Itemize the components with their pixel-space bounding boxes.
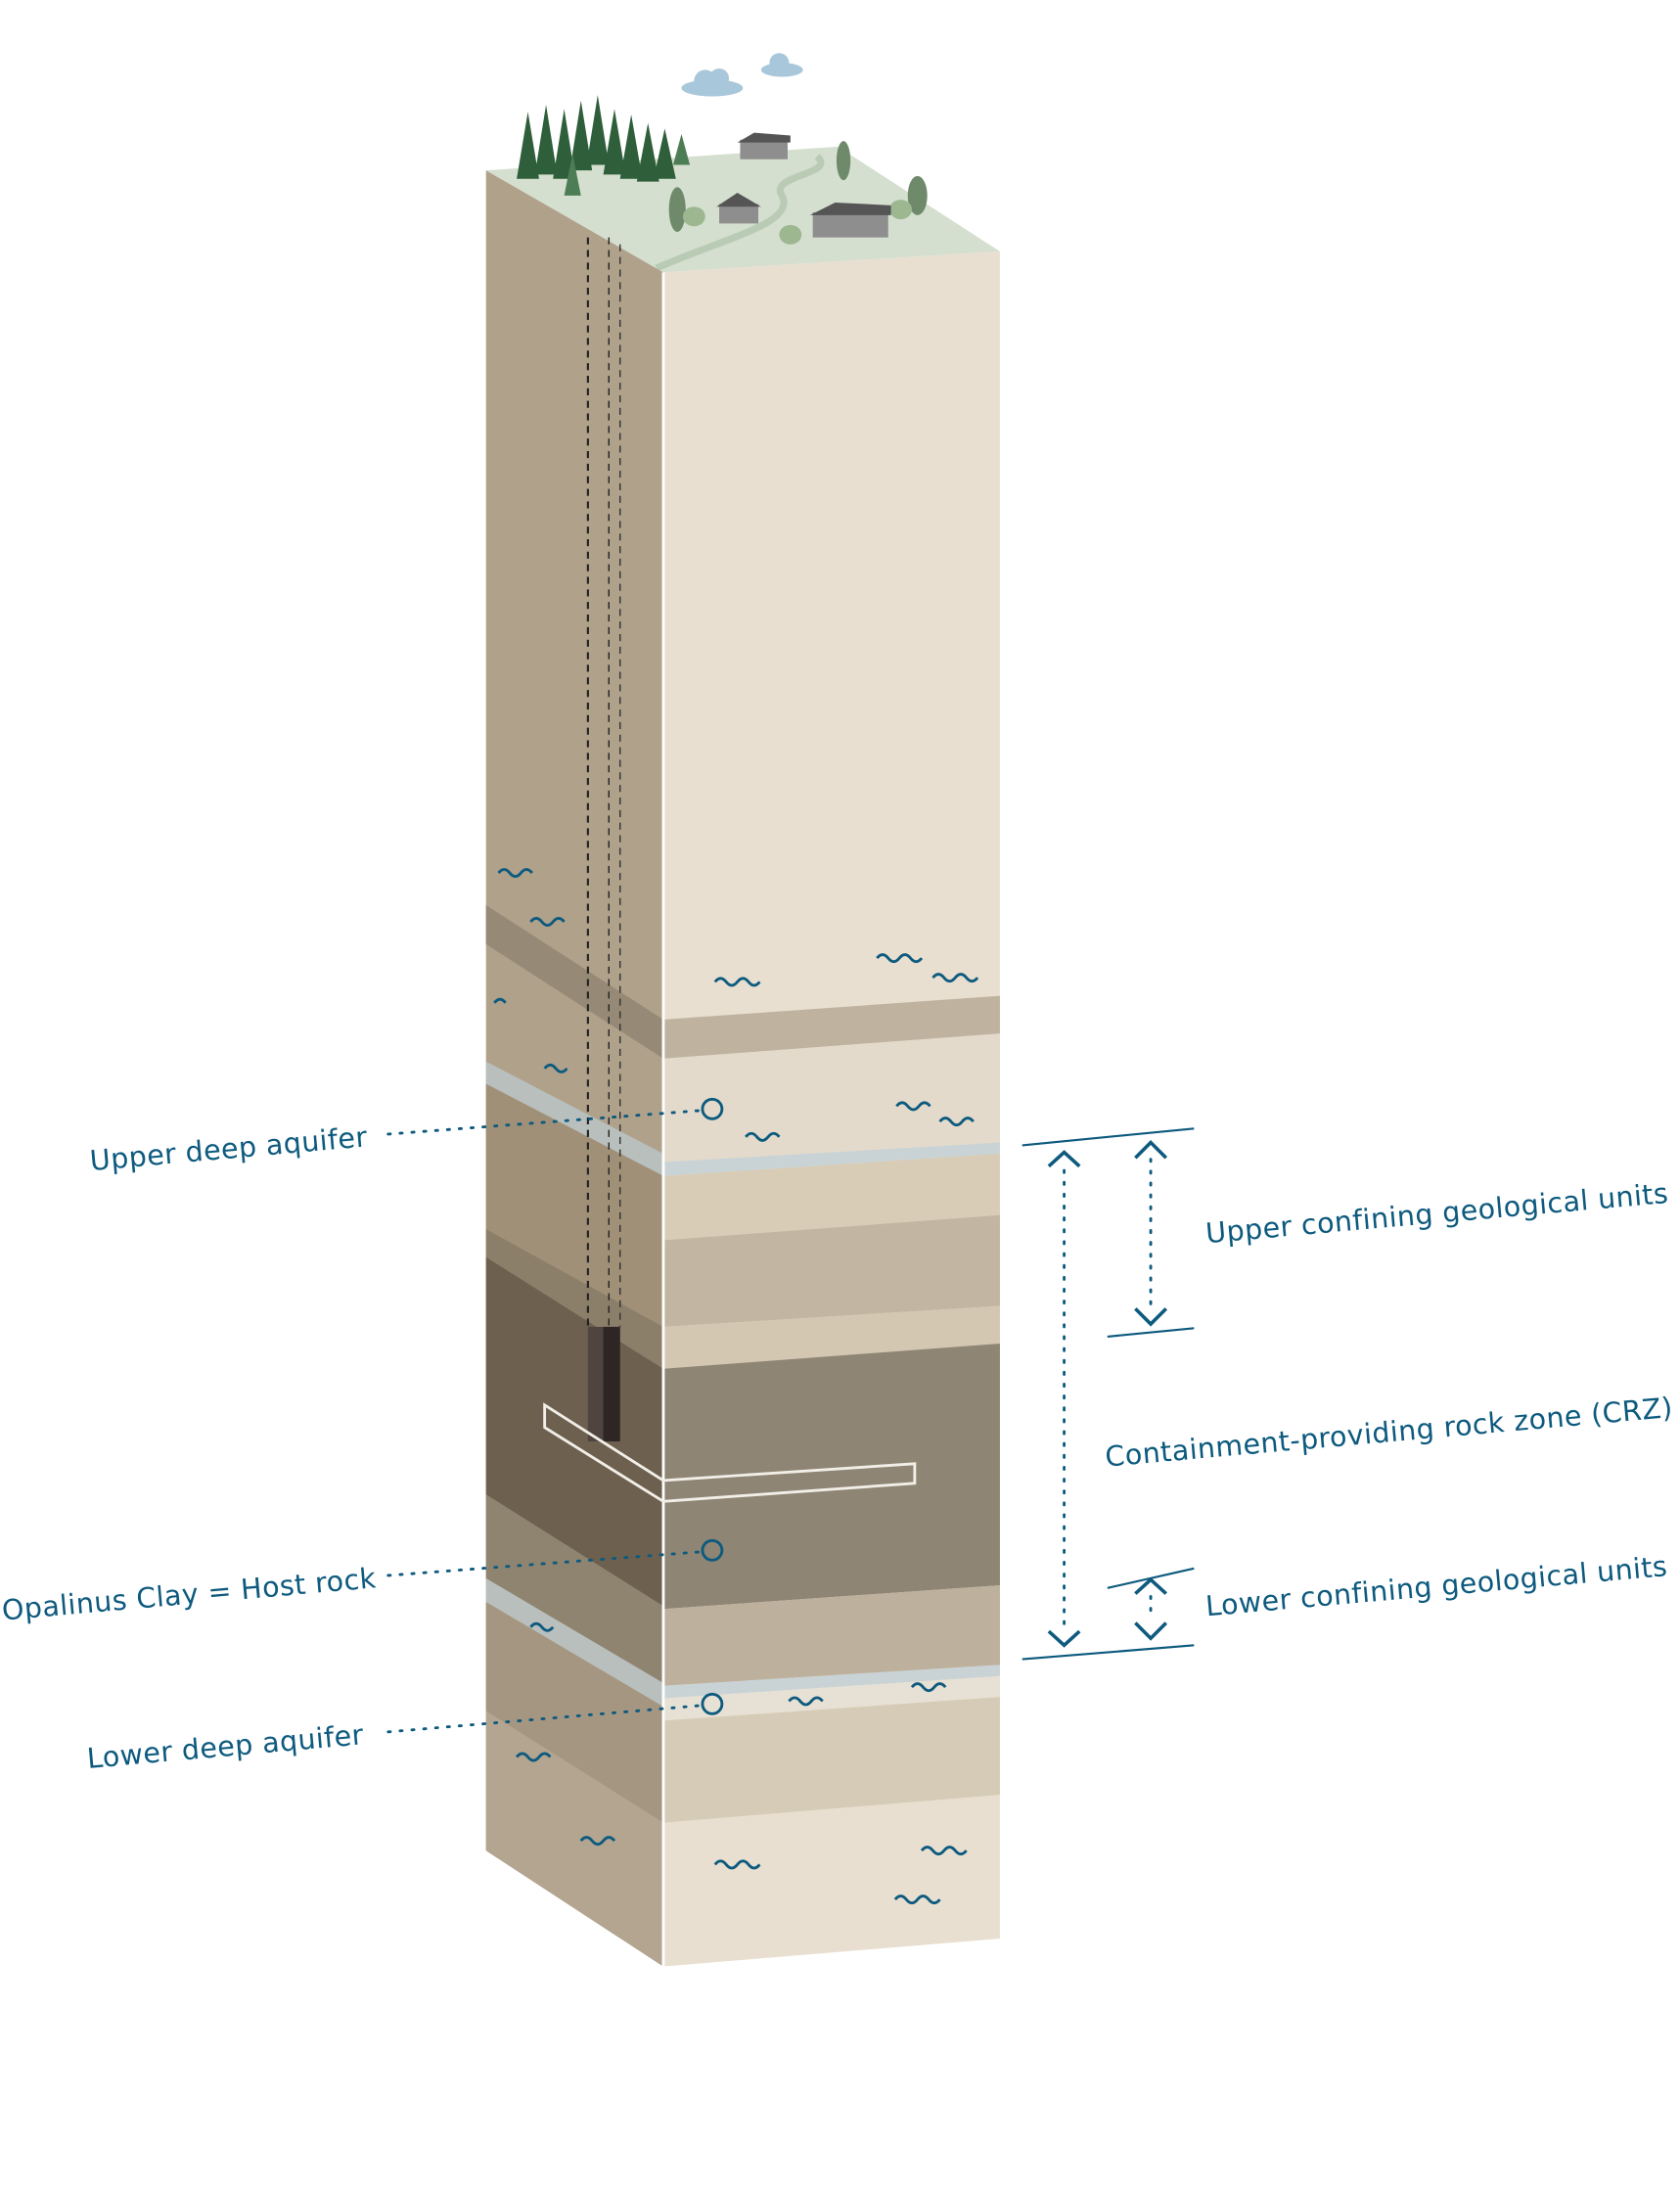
opalinus-clay-label: Opalinus Clay = Host rock bbox=[1, 1562, 378, 1626]
repository-tunnel bbox=[543, 1402, 917, 1503]
upper-confining-label: Upper confining geological units bbox=[1204, 1177, 1670, 1250]
lower-deep-aquifer-label: Lower deep aquifer bbox=[86, 1718, 365, 1775]
forest bbox=[517, 95, 691, 196]
column-left-face bbox=[485, 170, 663, 1967]
houses bbox=[716, 132, 891, 238]
road bbox=[655, 154, 825, 272]
water-symbols bbox=[493, 868, 979, 1905]
crz-label: Containment-providing rock zone (CRZ) bbox=[1104, 1392, 1674, 1474]
lower-confining-label: Lower confining geological units bbox=[1204, 1550, 1669, 1622]
cloud-icon bbox=[681, 53, 803, 97]
zone-brackets bbox=[1022, 1127, 1195, 1661]
column-front-face bbox=[661, 251, 1000, 1967]
trees bbox=[668, 141, 928, 245]
borehole bbox=[586, 237, 621, 1441]
upper-deep-aquifer-label: Upper deep aquifer bbox=[89, 1120, 369, 1177]
